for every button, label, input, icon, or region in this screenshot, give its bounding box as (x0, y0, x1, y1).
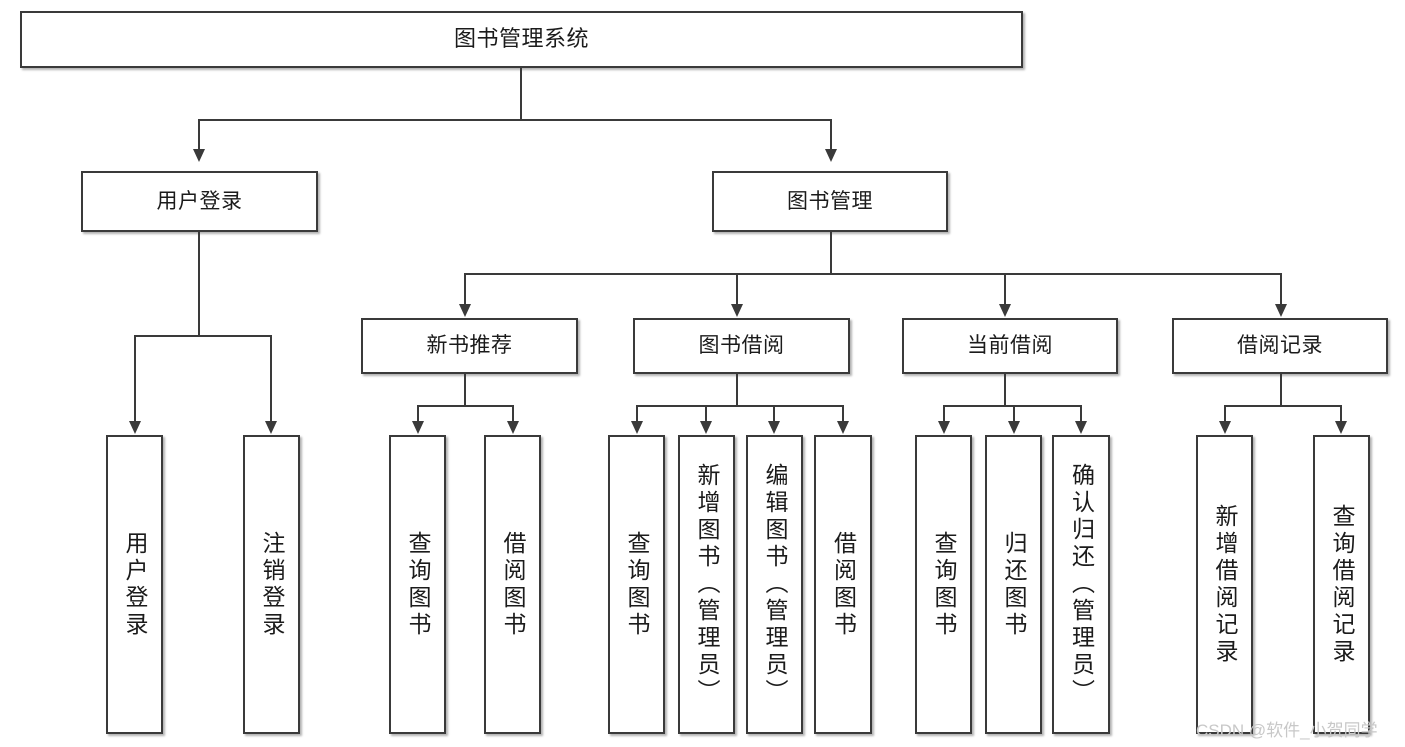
watermark-text: CSDN @软件_小贺同学 (1196, 721, 1378, 740)
leaf-edit-book-admin[interactable]: 编辑图书（管理员） (746, 435, 803, 734)
connector-user-login-leaf2 (270, 335, 272, 423)
leaf-label: 用户登录 (122, 530, 148, 639)
leaf-label: 确认归还（管理员） (1068, 463, 1095, 706)
leaf-confirm-return-admin[interactable]: 确认归还（管理员） (1052, 435, 1110, 734)
node-label: 新书推荐 (426, 334, 513, 358)
leaf-label: 编辑图书（管理员） (762, 463, 788, 706)
connector-root-to-user-login (198, 119, 200, 151)
leaf-label: 查询图书 (931, 530, 957, 639)
node-label: 用户登录 (156, 189, 243, 213)
arrowhead-leaf-query-book-3 (938, 421, 950, 434)
connector-book-borrow-down (736, 374, 738, 406)
arrowhead-leaf-query-book-1 (412, 421, 424, 434)
arrowhead-leaf-add-book (700, 421, 712, 434)
connector-user-login-bus (134, 335, 272, 337)
connector-current-borrow-bus (943, 405, 1081, 407)
connector-new-book-leaf2 (512, 405, 514, 423)
leaf-label: 查询图书 (405, 530, 431, 639)
arrowhead-leaf-query-record (1335, 421, 1347, 434)
arrowhead-to-new-book-recommend (459, 304, 471, 317)
leaf-add-book-admin[interactable]: 新增图书（管理员） (678, 435, 735, 734)
leaf-add-borrow-record[interactable]: 新增借阅记录 (1196, 435, 1253, 734)
connector-new-book-leaf1 (417, 405, 419, 423)
arrowhead-to-current-borrow (999, 304, 1011, 317)
connector-new-book-bus (417, 405, 513, 407)
node-current-borrow[interactable]: 当前借阅 (902, 318, 1118, 374)
leaf-query-book-recommend[interactable]: 查询图书 (389, 435, 446, 734)
arrowhead-leaf-user-login (129, 421, 141, 434)
arrowhead-leaf-add-record (1219, 421, 1231, 434)
connector-book-borrow-bus (636, 405, 843, 407)
connector-root-to-book-management (830, 119, 832, 151)
leaf-logout[interactable]: 注销登录 (243, 435, 300, 734)
connector-current-borrow-leaf3 (1080, 405, 1082, 423)
arrowhead-leaf-logout (265, 421, 277, 434)
node-borrow-record[interactable]: 借阅记录 (1172, 318, 1388, 374)
connector-user-login-leaf1 (134, 335, 136, 423)
leaf-label: 注销登录 (259, 530, 285, 639)
connector-to-book-borrow (736, 273, 738, 306)
leaf-label: 借阅图书 (830, 530, 857, 639)
arrowhead-leaf-query-book-2 (631, 421, 643, 434)
leaf-label: 新增借阅记录 (1212, 503, 1238, 666)
node-label: 图书管理 (787, 189, 873, 213)
node-label: 借阅记录 (1237, 334, 1323, 358)
node-label: 图书管理系统 (453, 26, 589, 52)
leaf-label: 归还图书 (1001, 530, 1027, 639)
connector-borrow-record-bus (1224, 405, 1341, 407)
leaf-borrow-book-recommend[interactable]: 借阅图书 (484, 435, 541, 734)
connector-book-borrow-leaf4 (842, 405, 844, 423)
leaf-user-login[interactable]: 用户登录 (106, 435, 163, 734)
connector-new-book-down (464, 374, 466, 406)
arrowhead-leaf-borrow-book-1 (507, 421, 519, 434)
node-user-login[interactable]: 用户登录 (81, 171, 318, 232)
csdn-watermark: CSDN @软件_小贺同学 (1196, 716, 1378, 741)
node-root-book-management-system[interactable]: 图书管理系统 (20, 11, 1023, 68)
arrowhead-leaf-confirm-return (1075, 421, 1087, 434)
arrowhead-leaf-borrow-book-2 (837, 421, 849, 434)
connector-to-current-borrow (1004, 273, 1006, 306)
connector-borrow-record-down (1280, 374, 1282, 406)
arrowhead-to-book-management (825, 149, 837, 162)
leaf-query-book-borrow[interactable]: 查询图书 (608, 435, 665, 734)
leaf-query-book-current[interactable]: 查询图书 (915, 435, 972, 734)
connector-book-borrow-leaf2 (705, 405, 707, 423)
connector-to-new-book (464, 273, 466, 306)
connector-book-borrow-leaf3 (773, 405, 775, 423)
leaf-label: 新增图书（管理员） (694, 463, 720, 706)
connector-book-management-bus (464, 273, 1280, 275)
arrowhead-leaf-edit-book (768, 421, 780, 434)
arrowhead-to-borrow-record (1275, 304, 1287, 317)
connector-current-borrow-leaf1 (943, 405, 945, 423)
connector-user-login-down (198, 232, 200, 336)
leaf-label: 查询图书 (624, 530, 650, 639)
leaf-label: 查询借阅记录 (1329, 503, 1355, 666)
leaf-label: 借阅图书 (500, 530, 526, 639)
connector-book-borrow-leaf1 (636, 405, 638, 423)
connector-root-bus (198, 119, 832, 121)
node-label: 图书借阅 (698, 334, 785, 358)
arrowhead-leaf-return-book (1008, 421, 1020, 434)
node-book-management[interactable]: 图书管理 (712, 171, 948, 232)
arrowhead-to-user-login (193, 149, 205, 162)
node-new-book-recommend[interactable]: 新书推荐 (361, 318, 578, 374)
leaf-return-book[interactable]: 归还图书 (985, 435, 1042, 734)
leaf-query-borrow-record[interactable]: 查询借阅记录 (1313, 435, 1370, 734)
connector-borrow-record-leaf2 (1340, 405, 1342, 423)
arrowhead-to-book-borrow (731, 304, 743, 317)
connector-current-borrow-leaf2 (1013, 405, 1015, 423)
leaf-borrow-book[interactable]: 借阅图书 (814, 435, 872, 734)
node-book-borrow[interactable]: 图书借阅 (633, 318, 850, 374)
connector-borrow-record-leaf1 (1224, 405, 1226, 423)
node-label: 当前借阅 (967, 334, 1053, 358)
connector-to-borrow-record (1280, 273, 1282, 306)
connector-book-management-down (830, 232, 832, 274)
connector-current-borrow-down (1004, 374, 1006, 406)
connector-root-down (520, 68, 522, 120)
